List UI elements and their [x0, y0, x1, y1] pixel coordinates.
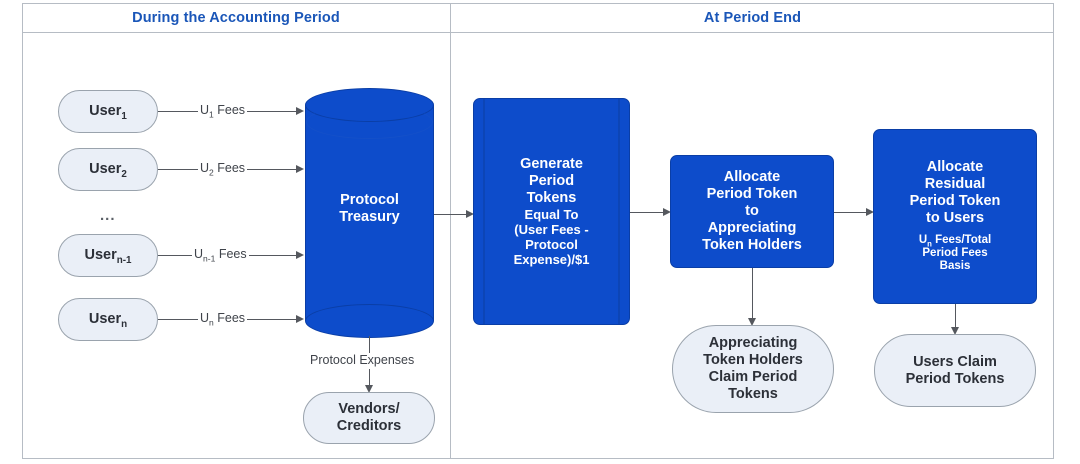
node-generate-period-tokens[interactable]: Generate Period Tokens Equal To (User Fe… [473, 98, 630, 325]
node-user-1[interactable]: User1 [58, 90, 158, 133]
edge-label-u1-fees: U1 Fees [198, 103, 248, 120]
generate-title-line1: Generate [520, 156, 583, 173]
appreciating-claim-line4: Tokens [728, 385, 778, 402]
users-ellipsis: ... [100, 207, 116, 224]
allocate-appreciating-line5: Token Holders [702, 236, 802, 253]
edge-treasury-to-vendors-bottom [369, 369, 370, 386]
predefined-process-bar-left [483, 99, 485, 324]
edge-appreciating-claim-arrowhead [748, 318, 756, 326]
edge-allocate-residual-to-users-claim [955, 304, 956, 328]
generate-title-line3: Tokens [526, 189, 577, 206]
edge-user-n-1-arrowhead [296, 251, 304, 259]
node-protocol-treasury[interactable]: Protocol Treasury [305, 88, 434, 338]
edge-allocate-appreciating-to-claim [752, 268, 753, 319]
allocate-appreciating-line4: Appreciating [707, 219, 797, 236]
node-user-1-label: User1 [89, 103, 127, 122]
edge-users-claim-arrowhead [951, 327, 959, 335]
node-user-n-1[interactable]: Usern-1 [58, 234, 158, 277]
allocate-appreciating-line1: Allocate [723, 169, 781, 186]
generate-detail-line3: Protocol [525, 236, 578, 252]
node-allocate-residual-period-token[interactable]: Allocate Residual Period Token to Users … [873, 129, 1037, 304]
edge-generate-arrowhead [466, 210, 474, 218]
lane-title-during-accounting-period: During the Accounting Period [132, 10, 340, 26]
treasury-label: Protocol Treasury [305, 192, 434, 227]
node-allocate-period-token-appreciating[interactable]: Allocate Period Token to Appreciating To… [670, 155, 834, 268]
appreciating-claim-line1: Appreciating [708, 335, 798, 352]
generate-detail-line1: Equal To [524, 206, 579, 222]
allocate-residual-line2: Residual [924, 176, 986, 193]
allocate-appreciating-line3: to [745, 203, 759, 220]
node-user-n[interactable]: Usern [58, 298, 158, 341]
vendors-line2: Creditors [336, 418, 402, 434]
edge-label-u2-fees: U2 Fees [198, 161, 248, 178]
edge-allocate-residual-arrowhead [866, 208, 874, 216]
edge-treasury-to-vendors-top [369, 336, 370, 354]
users-claim-line2: Period Tokens [905, 370, 1005, 387]
node-vendors-creditors[interactable]: Vendors/ Creditors [303, 392, 435, 444]
users-claim-line1: Users Claim [913, 353, 997, 370]
edge-label-protocol-expenses: Protocol Expenses [308, 353, 417, 367]
treasury-cylinder-rim [306, 105, 433, 139]
allocate-residual-basis-line3: Basis [939, 260, 971, 273]
lane-divider [450, 3, 451, 459]
edge-vendors-arrowhead [365, 385, 373, 393]
edge-allocate-appreciating-to-residual [834, 212, 870, 213]
edge-label-un-1-fees: Un-1 Fees [192, 247, 249, 264]
node-user-n-1-label: Usern-1 [84, 247, 132, 266]
treasury-label-line1: Protocol [340, 192, 399, 208]
lane-header-rule [22, 32, 1054, 33]
lane-title-at-period-end: At Period End [703, 10, 802, 26]
node-user-2[interactable]: User2 [58, 148, 158, 191]
treasury-label-line2: Treasury [339, 209, 400, 226]
treasury-cylinder-body [305, 105, 434, 321]
edge-treasury-to-generate [434, 214, 470, 215]
appreciating-claim-line2: Token Holders [703, 352, 803, 369]
edge-label-un-fees: Un Fees [198, 311, 248, 328]
allocate-residual-line1: Allocate [926, 159, 984, 176]
node-user-2-label: User2 [89, 161, 127, 180]
edge-user-2-arrowhead [296, 165, 304, 173]
allocate-appreciating-line2: Period Token [706, 186, 798, 203]
predefined-process-bar-right [618, 99, 620, 324]
edge-user-1-arrowhead [296, 107, 304, 115]
edge-user-n-arrowhead [296, 315, 304, 323]
treasury-cylinder-bottom-cap [305, 304, 434, 338]
allocate-residual-basis-line2: Period Fees [922, 246, 988, 259]
generate-title-line2: Period [528, 172, 575, 189]
allocate-residual-basis-line1: Un Fees/Total [918, 233, 992, 248]
edge-generate-to-allocate-appreciating [630, 212, 667, 213]
appreciating-claim-line3: Claim Period [708, 369, 798, 385]
edge-allocate-appreciating-arrowhead [663, 208, 671, 216]
node-users-claim-period-tokens[interactable]: Users Claim Period Tokens [874, 334, 1036, 407]
node-appreciating-token-holders-claim[interactable]: Appreciating Token Holders Claim Period … [672, 325, 834, 413]
vendors-line1: Vendors/ [338, 401, 400, 418]
generate-detail-line2: (User Fees - [514, 221, 589, 237]
generate-detail-line4: Expense)/$1 [513, 251, 590, 267]
allocate-residual-line3: Period Token [909, 193, 1001, 209]
node-user-n-label: Usern [88, 311, 128, 330]
allocate-residual-line4: to Users [925, 209, 985, 226]
